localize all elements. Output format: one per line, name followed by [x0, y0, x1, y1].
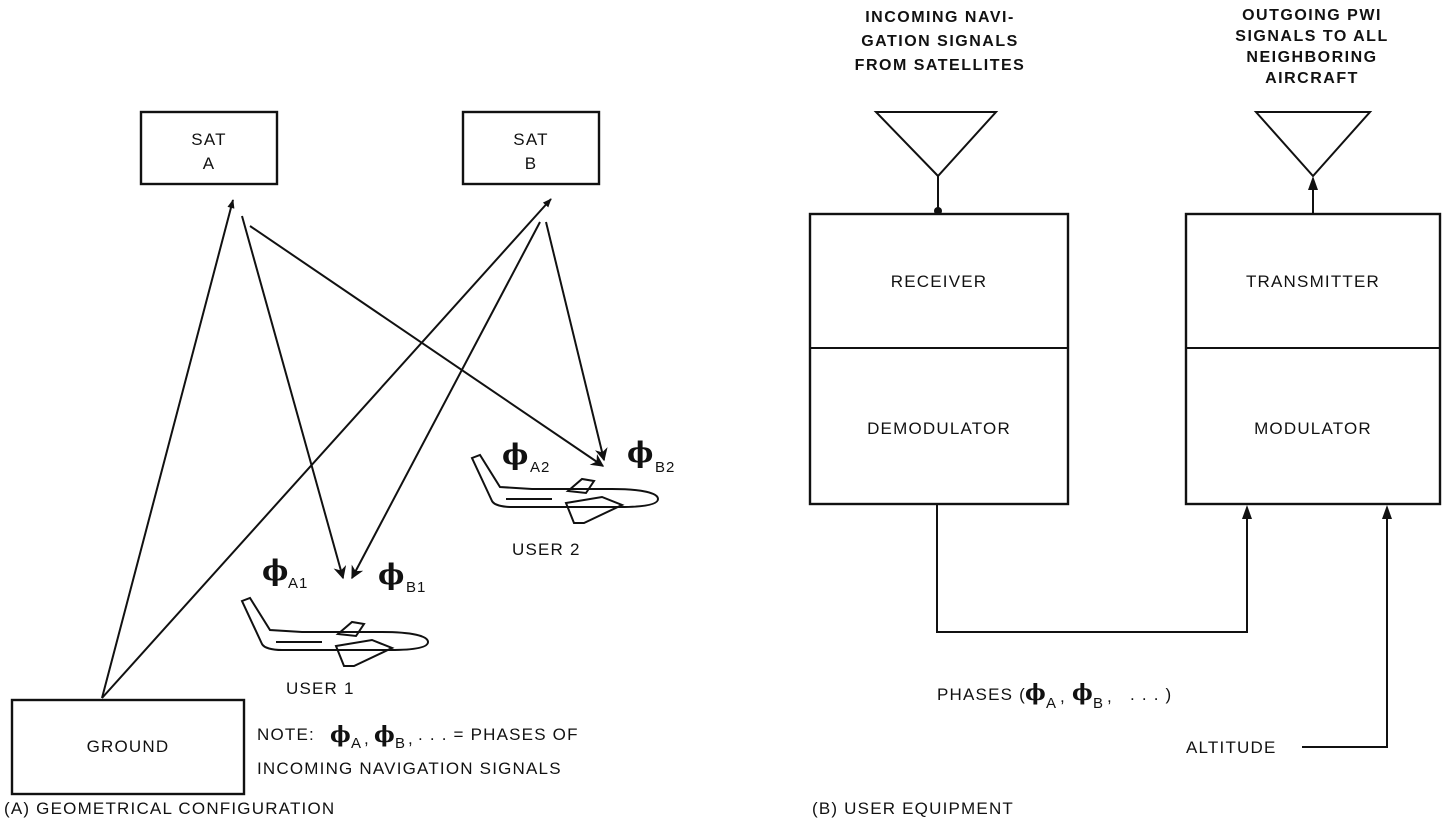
svg-text:FROM SATELLITES: FROM SATELLITES: [855, 57, 1026, 74]
demodulator-label: DEMODULATOR: [867, 419, 1011, 438]
signal-sat-a-to-user2: [250, 226, 603, 466]
phase-label-a2: ϕ A2: [502, 438, 550, 476]
signal-sat-b-to-user2: [546, 222, 604, 460]
svg-text:,: ,: [364, 729, 370, 748]
svg-text:NEIGHBORING: NEIGHBORING: [1246, 49, 1377, 66]
svg-text:ϕ: ϕ: [330, 722, 351, 748]
altitude-label: ALTITUDE: [1186, 738, 1277, 757]
svg-text:,: ,: [1107, 687, 1113, 706]
svg-text:ϕ: ϕ: [262, 554, 288, 587]
svg-text:ϕ: ϕ: [1072, 680, 1093, 706]
sat-b-label-1: SAT: [513, 130, 548, 149]
svg-text:. . . ): . . . ): [1130, 685, 1172, 704]
svg-text:A1: A1: [288, 575, 308, 592]
svg-text:ϕ: ϕ: [502, 438, 528, 471]
transmitter-label: TRANSMITTER: [1246, 272, 1380, 291]
caption-b: (B) USER EQUIPMENT: [812, 799, 1014, 818]
sat-a-label-1: SAT: [191, 130, 226, 149]
incoming-antenna-label: INCOMING NAVI- GATION SIGNALS FROM SATEL…: [855, 9, 1026, 74]
svg-text:A2: A2: [530, 459, 550, 476]
svg-text:A: A: [1046, 695, 1057, 712]
svg-text:B: B: [1093, 695, 1104, 712]
svg-text:PHASES (: PHASES (: [937, 685, 1026, 704]
note-line-2: INCOMING NAVIGATION SIGNALS: [257, 759, 562, 778]
svg-text:GATION SIGNALS: GATION SIGNALS: [861, 33, 1019, 50]
sat-a-box: SAT A: [141, 112, 277, 184]
altitude-connection: [1302, 505, 1392, 747]
receiver-label: RECEIVER: [891, 272, 988, 291]
svg-text:ϕ: ϕ: [378, 558, 404, 591]
ground-box: GROUND: [12, 700, 244, 794]
panel-a: SAT A SAT B GROUND ϕ A1 ϕ: [4, 112, 675, 818]
svg-text:,: ,: [408, 729, 414, 748]
user2-label: USER 2: [512, 540, 581, 559]
svg-text:NOTE:: NOTE:: [257, 725, 315, 744]
svg-text:ϕ: ϕ: [1025, 680, 1046, 706]
ground-label: GROUND: [87, 737, 170, 756]
modulator-label: MODULATOR: [1254, 419, 1372, 438]
phase-label-a1: ϕ A1: [262, 554, 308, 592]
svg-text:,: ,: [1060, 687, 1066, 706]
phases-connection: [937, 504, 1252, 632]
svg-text:SIGNALS TO ALL: SIGNALS TO ALL: [1235, 28, 1388, 45]
svg-text:B2: B2: [655, 459, 675, 476]
transmit-antenna-icon: [1256, 112, 1370, 214]
svg-text:B: B: [395, 735, 406, 752]
outgoing-antenna-label: OUTGOING PWI SIGNALS TO ALL NEIGHBORING …: [1235, 7, 1388, 87]
svg-text:ϕ: ϕ: [374, 722, 395, 748]
receiver-demodulator-unit: RECEIVER DEMODULATOR: [810, 214, 1068, 504]
svg-text:AIRCRAFT: AIRCRAFT: [1265, 70, 1359, 87]
svg-text:INCOMING NAVI-: INCOMING NAVI-: [865, 9, 1015, 26]
signal-sat-a-to-user1: [242, 216, 343, 578]
svg-text:B1: B1: [406, 579, 426, 596]
caption-a: (A) GEOMETRICAL CONFIGURATION: [4, 799, 335, 818]
uplink-ground-to-sat-a: [102, 200, 233, 698]
uplink-ground-to-sat-b: [102, 199, 551, 698]
aircraft-user1-icon: [242, 598, 428, 666]
phases-label: PHASES ( ϕ A , ϕ B , . . . ): [937, 680, 1172, 712]
transmitter-modulator-unit: TRANSMITTER MODULATOR: [1186, 214, 1440, 504]
sat-a-label-2: A: [203, 154, 216, 173]
svg-text:A: A: [351, 735, 362, 752]
signal-sat-b-to-user1: [352, 222, 540, 578]
panel-b: INCOMING NAVI- GATION SIGNALS FROM SATEL…: [810, 7, 1440, 818]
user1-label: USER 1: [286, 679, 355, 698]
note-text: NOTE: ϕ A , ϕ B , . . . = PHASES OF INCO…: [257, 722, 579, 778]
phase-label-b2: ϕ B2: [627, 436, 675, 476]
sat-b-box: SAT B: [463, 112, 599, 184]
sat-b-label-2: B: [525, 154, 538, 173]
svg-text:ϕ: ϕ: [627, 436, 653, 469]
phase-label-b1: ϕ B1: [378, 558, 426, 596]
svg-text:. . . = PHASES OF: . . . = PHASES OF: [418, 725, 579, 744]
svg-text:OUTGOING PWI: OUTGOING PWI: [1242, 7, 1382, 24]
receive-antenna-icon: [876, 112, 996, 215]
